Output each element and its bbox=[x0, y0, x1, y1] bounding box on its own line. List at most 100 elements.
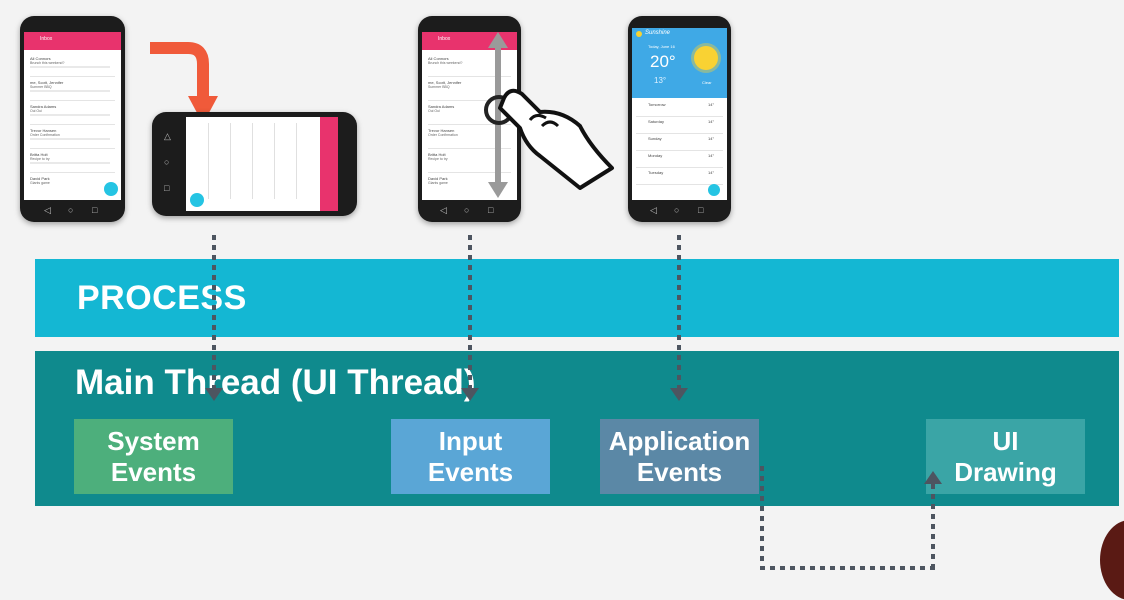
sender: me, Scott, Jennifer bbox=[428, 80, 462, 85]
forecast-high: 14° bbox=[708, 153, 715, 158]
process-label: PROCESS bbox=[77, 279, 247, 317]
rotate-arrow-icon bbox=[150, 42, 218, 124]
ui-drawing-line2: Drawing bbox=[954, 456, 1057, 487]
subject: Order Confirmation bbox=[30, 133, 60, 137]
subject: Summer BBQ bbox=[428, 85, 450, 89]
subject: Brunch this weekend? bbox=[428, 61, 463, 65]
connector-application bbox=[677, 235, 681, 390]
ui-drawing-line1: UI bbox=[992, 425, 1019, 456]
subject: Recipe to try bbox=[30, 157, 50, 161]
recents-icon: □ bbox=[164, 183, 170, 193]
corner-decoration bbox=[1100, 520, 1124, 600]
phone-screen bbox=[186, 117, 338, 211]
content-lines bbox=[196, 123, 314, 199]
phone-weather: Sunshine Today, June 16 20° 13° Clear To… bbox=[628, 16, 731, 222]
phone-inbox-landscape: △ ○ □ bbox=[152, 112, 357, 216]
process-bar: PROCESS bbox=[35, 259, 1119, 337]
back-icon: ◁ bbox=[440, 205, 447, 215]
forecast-row: Tuesday 14° bbox=[636, 168, 723, 185]
subject: Brunch this weekend? bbox=[30, 61, 65, 65]
forecast-day: Sunday bbox=[648, 136, 662, 141]
compose-fab-icon bbox=[104, 182, 118, 196]
weather-date: Today, June 16 bbox=[648, 44, 675, 49]
recents-icon: □ bbox=[92, 205, 98, 215]
arrow-down-icon bbox=[461, 388, 479, 401]
system-events-line1: System bbox=[107, 425, 200, 456]
home-icon: ○ bbox=[674, 205, 680, 215]
compose-fab-icon bbox=[190, 193, 204, 207]
subject: Order Confirmation bbox=[428, 133, 458, 137]
sender: Britta Holt bbox=[30, 152, 48, 157]
input-events-line2: Events bbox=[427, 456, 514, 487]
app-title: Inbox bbox=[40, 36, 53, 42]
home-icon: ○ bbox=[164, 157, 170, 167]
sender: David Park bbox=[428, 176, 448, 181]
main-thread-label: Main Thread (UI Thread) bbox=[75, 363, 476, 402]
app-bar: Inbox bbox=[24, 32, 121, 50]
connector-system bbox=[212, 235, 216, 390]
subject: Summer BBQ bbox=[30, 85, 52, 89]
forecast-day: Saturday bbox=[648, 119, 665, 124]
recents-icon: □ bbox=[488, 205, 494, 215]
connector-app-to-ui-up bbox=[931, 484, 935, 570]
system-events-line2: Events bbox=[110, 456, 197, 487]
forecast-day: Tomorrow bbox=[648, 102, 666, 107]
arrow-up-icon bbox=[924, 471, 942, 484]
sender: me, Scott, Jennifer bbox=[30, 80, 64, 85]
nav-bar: ◁ ○ □ bbox=[20, 200, 125, 222]
forecast-day: Tuesday bbox=[648, 170, 664, 175]
weather-condition: Clear bbox=[702, 80, 712, 85]
subject: Giants game bbox=[30, 181, 50, 185]
sender: Trevor Hansen bbox=[428, 128, 455, 133]
recents-icon: □ bbox=[698, 205, 704, 215]
subject: Oui Oui bbox=[428, 109, 440, 113]
weather-high: 20° bbox=[650, 52, 676, 71]
forecast-high: 14° bbox=[708, 170, 715, 175]
home-icon: ○ bbox=[464, 205, 470, 215]
subject: Recipe to try bbox=[428, 157, 448, 161]
back-icon: △ bbox=[164, 131, 171, 141]
app-title: Sunshine bbox=[645, 30, 671, 36]
subject: Oui Oui bbox=[30, 109, 42, 113]
nav-bar: ◁ ○ □ bbox=[418, 200, 521, 222]
sender: Ali Connors bbox=[428, 56, 449, 61]
connector-app-to-ui-down bbox=[760, 466, 764, 570]
sun-small-icon bbox=[636, 31, 642, 37]
nav-bar: ◁ ○ □ bbox=[628, 200, 731, 222]
application-events-line2: Events bbox=[636, 456, 723, 487]
arrow-down-icon bbox=[670, 388, 688, 401]
back-icon: ◁ bbox=[650, 205, 657, 215]
connector-input bbox=[468, 235, 472, 390]
sender: Sandra Adams bbox=[30, 104, 57, 109]
sender: Ali Connors bbox=[30, 56, 51, 61]
fab-icon bbox=[708, 184, 720, 196]
connector-app-to-ui-bottom bbox=[760, 566, 935, 570]
app-bar bbox=[320, 117, 338, 211]
input-events-line1: Input bbox=[438, 425, 503, 456]
sender: David Park bbox=[30, 176, 50, 181]
app-title: Inbox bbox=[438, 36, 451, 42]
scroll-gesture-icon bbox=[484, 32, 614, 198]
